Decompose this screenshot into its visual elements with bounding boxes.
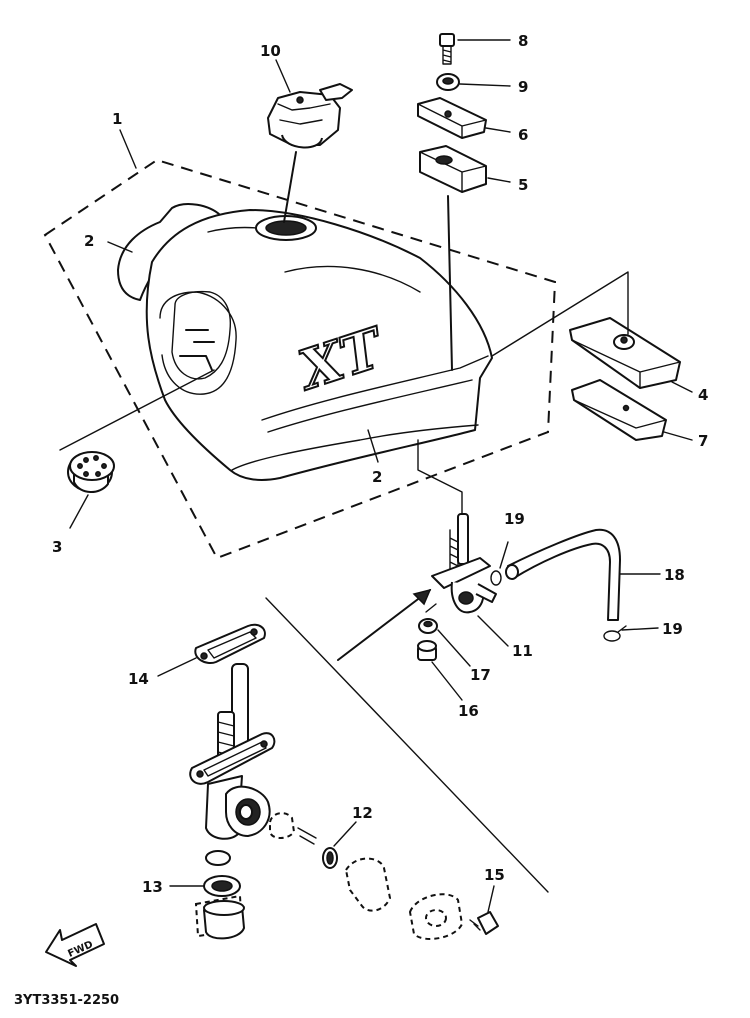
tank-emblem-mark xyxy=(179,329,215,371)
leader-15 xyxy=(487,885,495,913)
leader-9 xyxy=(459,83,511,87)
leader-11 xyxy=(477,615,509,647)
label-16: 16 xyxy=(458,702,479,720)
clip-19-upper xyxy=(490,570,502,586)
fuel-cock-exploded xyxy=(189,663,276,840)
label-19b: 19 xyxy=(662,620,683,638)
filler-neck-inner xyxy=(265,220,307,236)
washer-upper xyxy=(205,850,231,866)
label-8: 8 xyxy=(518,32,528,50)
label-17: 17 xyxy=(470,666,491,684)
clip-19-lower-tab xyxy=(617,625,627,633)
hose-end xyxy=(505,564,519,580)
leader-19a xyxy=(499,541,509,569)
label-10: 10 xyxy=(260,42,281,60)
damper-ref-line xyxy=(59,369,215,451)
bolt-8 xyxy=(439,33,455,65)
label-4: 4 xyxy=(698,386,708,404)
tank-side-stripe xyxy=(261,355,489,421)
seal-13 xyxy=(203,875,241,897)
filter-cup-top xyxy=(203,900,245,916)
leader-19b xyxy=(621,627,659,631)
label-12: 12 xyxy=(352,804,373,822)
cock-arrow-head xyxy=(412,588,432,606)
label-6: 6 xyxy=(518,126,528,144)
leader-1 xyxy=(119,129,137,169)
leader-4 xyxy=(671,381,693,393)
label-2b: 2 xyxy=(372,468,382,486)
drain-bolt-16 xyxy=(417,640,437,661)
bolt-15 xyxy=(469,911,499,935)
fuel-hose-18 xyxy=(507,528,621,621)
bracket-4 xyxy=(569,317,681,389)
catalog-number: 3YT3351-2250 xyxy=(14,993,119,1008)
leader-14 xyxy=(157,657,197,677)
label-13: 13 xyxy=(142,878,163,896)
leader-6 xyxy=(485,127,511,133)
label-19a: 19 xyxy=(504,510,525,528)
cock-ref-line xyxy=(417,439,463,517)
label-7: 7 xyxy=(698,432,708,450)
bracket-6 xyxy=(417,97,487,139)
clip-19-lower xyxy=(603,630,621,642)
leader-3 xyxy=(69,494,89,529)
bolt-axis xyxy=(447,195,453,371)
tank-side-stripe-2 xyxy=(267,379,473,433)
leader-16 xyxy=(431,661,463,701)
label-2a: 2 xyxy=(84,232,94,250)
label-1: 1 xyxy=(112,110,122,128)
label-18: 18 xyxy=(664,566,685,584)
leader-2b xyxy=(367,429,379,463)
washer-17 xyxy=(418,618,438,634)
fwd-arrow-icon: FWD xyxy=(45,923,105,967)
cap-axis xyxy=(283,151,297,223)
leader-12 xyxy=(333,821,357,847)
o-ring-12-inner xyxy=(326,851,334,865)
tank-assembly-outline xyxy=(43,158,557,560)
leader-10 xyxy=(275,59,291,93)
bracket-ref-line xyxy=(491,271,629,357)
leader-2a xyxy=(107,241,133,253)
exploded-view-divider xyxy=(265,597,549,893)
cock-ref-dash xyxy=(425,603,437,613)
bracket-7 xyxy=(571,379,667,441)
label-5: 5 xyxy=(518,176,528,194)
cock-arrow xyxy=(337,589,431,661)
tank-knee-recess-outer xyxy=(159,291,237,395)
fuel-cock-11 xyxy=(431,513,497,614)
label-15: 15 xyxy=(484,866,505,884)
fuel-cap xyxy=(267,83,353,149)
leader-17 xyxy=(437,629,471,667)
washer-9 xyxy=(436,73,460,91)
label-9: 9 xyxy=(518,78,528,96)
leader-7 xyxy=(663,431,693,441)
damper-3 xyxy=(67,451,115,493)
leader-5 xyxy=(487,177,511,183)
tank-lower-band xyxy=(231,424,479,471)
damper-5 xyxy=(419,145,487,193)
label-3: 3 xyxy=(52,538,62,556)
label-14: 14 xyxy=(128,670,149,688)
fuel-tank xyxy=(145,209,493,481)
label-11: 11 xyxy=(512,642,533,660)
gasket-14 xyxy=(194,623,266,664)
